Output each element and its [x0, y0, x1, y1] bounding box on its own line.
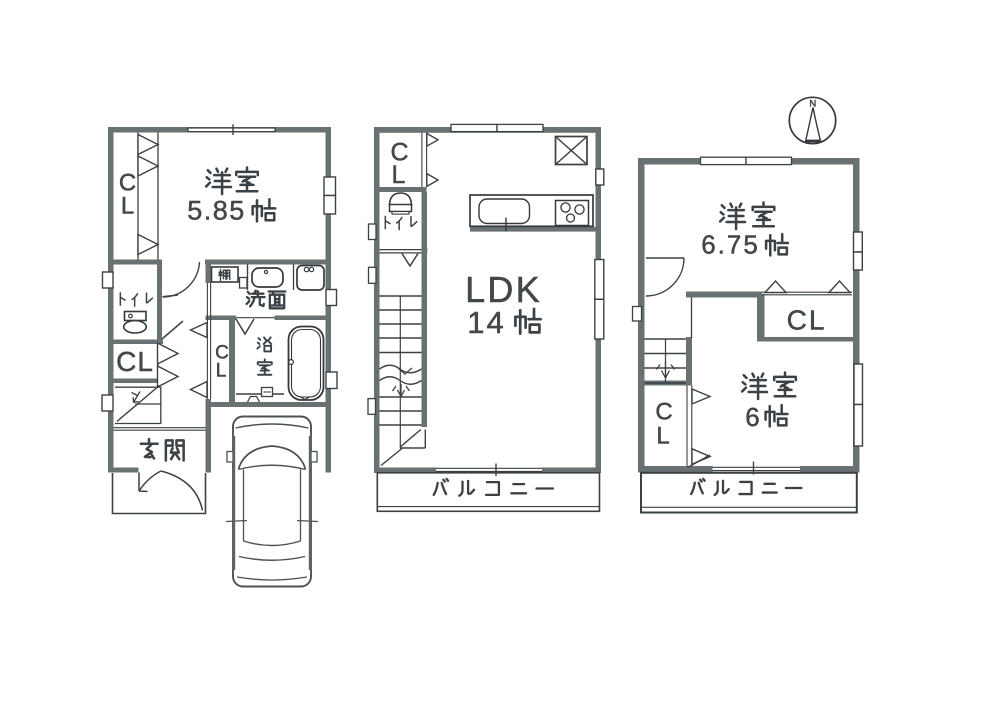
svg-text:L: L [121, 193, 134, 220]
svg-text:CL: CL [116, 346, 154, 377]
svg-text:L: L [392, 161, 406, 189]
svg-text:C: C [119, 170, 136, 197]
svg-text:C: C [655, 399, 672, 426]
svg-text:N: N [809, 99, 816, 110]
svg-text:CL: CL [787, 305, 827, 336]
svg-text:14: 14 [467, 305, 505, 340]
svg-text:C: C [215, 343, 229, 364]
svg-text:6.75: 6.75 [701, 230, 760, 260]
svg-text:LDK: LDK [465, 269, 542, 310]
svg-text:L: L [656, 423, 669, 450]
svg-text:C: C [390, 139, 408, 167]
svg-text:L: L [216, 361, 227, 382]
svg-text:5.85: 5.85 [187, 196, 246, 226]
svg-text:6: 6 [745, 402, 759, 432]
